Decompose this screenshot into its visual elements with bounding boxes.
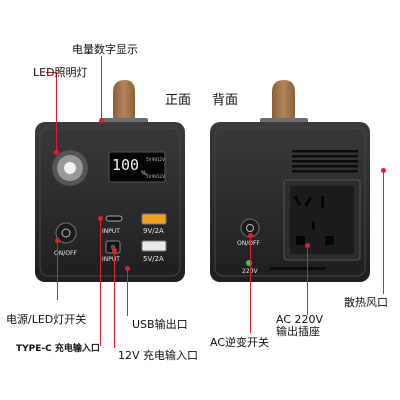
back-view-label: 背面 [212, 93, 239, 108]
usb-bottom-label: 5V/2A [143, 255, 164, 263]
dc12v-input-port-label: 12V 充电输入口 [118, 349, 199, 362]
ac-outlet-label-line1: AC 220V [276, 313, 324, 326]
back-onoff-label: ON/OFF [237, 240, 260, 247]
front-strap [113, 80, 135, 122]
green-indicator-light [246, 260, 252, 266]
front-power-button [55, 222, 77, 244]
back-unit [210, 80, 370, 282]
lcd-label-2: 9V [152, 157, 158, 162]
lcd-screen [108, 151, 166, 183]
power-led-switch-label: 电源/LED灯开关 [6, 313, 87, 326]
typec-port [105, 215, 123, 222]
display-label: 电量数字显示 [72, 43, 138, 56]
lcd-label-6: 12V [157, 174, 165, 179]
usb-port-top [141, 213, 167, 225]
lcd-percentage: 100 [112, 156, 140, 174]
typec-input-port-label: TYPE-C 充电输入口 [16, 344, 100, 354]
front-view-label: 正面 [165, 93, 192, 108]
front-onoff-label: ON/OFF [54, 250, 77, 257]
lcd-label-4: 5V [146, 174, 152, 179]
lcd-label-3: 12V [157, 157, 165, 162]
usb-output-port-label: USB输出口 [132, 318, 188, 331]
front-unit [35, 80, 185, 282]
vent-grille [292, 150, 358, 173]
dc-input-label: INPUT [102, 256, 120, 263]
usb-port-bottom [141, 240, 167, 252]
typec-input-label: INPUT [102, 228, 120, 235]
back-strap [272, 80, 295, 122]
vent-label: 散热风口 [344, 296, 388, 309]
led-light-label: LED照明灯 [33, 66, 88, 79]
lcd-label-5: 9V [152, 174, 158, 179]
ac-outlet-label-line2: 输出插座 [276, 325, 320, 338]
usb-top-label: 9V/2A [143, 227, 164, 235]
ac-inverter-switch-label: AC逆变开关 [210, 336, 270, 349]
lcd-label-1: 5V [146, 157, 152, 162]
voltage-label: 220V [242, 268, 258, 275]
lcd-percent-sign: % [141, 170, 147, 177]
